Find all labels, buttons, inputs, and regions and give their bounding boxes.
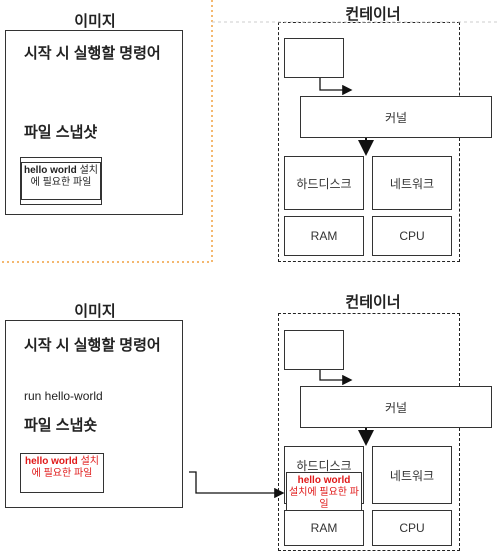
bottom-copied-file-rest: 설치에 필요한 파일 [289, 487, 359, 510]
top-snapshot-container: hello world 설치에 필요한 파일 [20, 157, 102, 205]
top-image-heading: 이미지 [74, 13, 116, 30]
top-hard-disk-cell: 하드디스크 [284, 156, 364, 210]
bottom-container-heading: 컨테이너 [345, 294, 401, 311]
bottom-image-heading: 이미지 [74, 303, 116, 320]
bottom-network-cell: 네트워크 [372, 446, 452, 504]
top-container-box [278, 22, 460, 262]
bottom-copied-file-bold: hello world [297, 475, 351, 486]
top-process-box [284, 38, 344, 78]
top-startup-command-label: 시작 시 실행할 명령어 [24, 45, 161, 62]
bottom-file-rest: 설치에 필요한 파일 [31, 456, 99, 479]
copy-file-arrow [189, 471, 285, 499]
top-kernel-box: 커널 [300, 96, 492, 138]
bottom-hard-disk-label: 하드디스크 [296, 459, 352, 473]
top-network-cell: 네트워크 [372, 156, 452, 210]
bottom-image-box: 시작 시 실행할 명령어 run hello-world 파일 스냅숏 hell… [5, 320, 183, 508]
bottom-snapshot-label: 파일 스냅숏 [24, 417, 98, 434]
bottom-command-value: run hello-world [24, 389, 103, 403]
bottom-startup-command-label: 시작 시 실행할 명령어 [24, 337, 161, 354]
bottom-file-bold: hello world [25, 456, 78, 467]
top-image-box: 시작 시 실행할 명령어 파일 스냅샷 hello world 설치에 필요한 … [5, 30, 183, 215]
top-container-heading: 컨테이너 [345, 6, 401, 23]
bottom-container-box [278, 313, 460, 551]
bottom-ram-cell: RAM [284, 510, 364, 546]
bottom-file-box: hello world 설치에 필요한 파일 [20, 453, 104, 493]
top-file-box: hello world 설치에 필요한 파일 [21, 162, 101, 200]
top-file-bold: hello world [24, 165, 77, 176]
top-snapshot-label: 파일 스냅샷 [24, 124, 98, 141]
top-ram-cell: RAM [284, 216, 364, 256]
bottom-cpu-cell: CPU [372, 510, 452, 546]
bottom-process-box [284, 330, 344, 370]
top-cpu-cell: CPU [372, 216, 452, 256]
bottom-kernel-box: 커널 [300, 386, 492, 428]
bottom-copied-file-box: hello world 설치에 필요한 파일 [286, 472, 362, 514]
